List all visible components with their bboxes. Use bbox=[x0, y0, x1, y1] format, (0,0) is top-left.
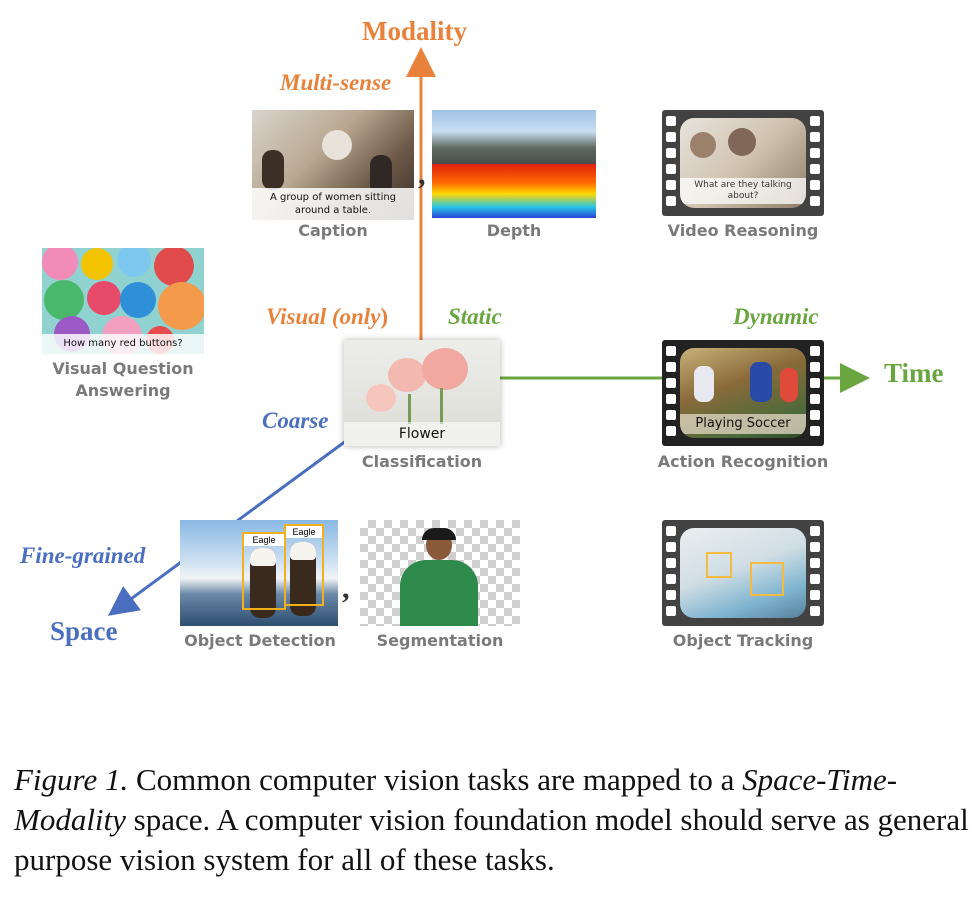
segmentation-thumbnail bbox=[360, 520, 520, 626]
detection-box-1-label: Eagle bbox=[244, 534, 284, 546]
tracking-box-1 bbox=[706, 552, 732, 578]
detection-box-1: Eagle bbox=[242, 532, 286, 610]
depth-thumbnail bbox=[432, 110, 596, 218]
object-tracking-task-label: Object Tracking bbox=[672, 631, 814, 650]
object-detection-thumbnail: Eagle Eagle bbox=[180, 520, 338, 626]
coarse-label: Coarse bbox=[262, 408, 329, 433]
figure-caption-label: Figure 1. bbox=[14, 762, 129, 797]
detection-box-2: Eagle bbox=[284, 524, 324, 606]
space-axis-title: Space bbox=[50, 616, 118, 646]
time-axis-title: Time bbox=[884, 358, 944, 388]
static-label: Static bbox=[448, 304, 502, 329]
video-reasoning-overlay: What are they talking about? bbox=[680, 178, 806, 204]
classification-thumbnail: Flower bbox=[344, 340, 500, 446]
figure-caption: Figure 1. Common computer vision tasks a… bbox=[14, 760, 969, 880]
action-recognition-thumbnail: Playing Soccer bbox=[662, 340, 824, 446]
dynamic-label: Dynamic bbox=[733, 304, 819, 329]
depth-task-label: Depth bbox=[486, 221, 542, 240]
figure-caption-text-a: Common computer vision tasks are mapped … bbox=[128, 762, 743, 797]
classification-overlay: Flower bbox=[344, 422, 500, 446]
figure-caption-italic: Space-Time-Modality bbox=[14, 762, 898, 837]
detection-box-2-label: Eagle bbox=[286, 526, 322, 538]
object-tracking-thumbnail bbox=[662, 520, 824, 626]
action-recognition-overlay: Playing Soccer bbox=[680, 414, 806, 434]
fine-grained-label: Fine-grained bbox=[20, 543, 146, 568]
video-reasoning-thumbnail: What are they talking about? bbox=[662, 110, 824, 216]
caption-overlay: A group of women sitting around a table. bbox=[252, 188, 414, 220]
detection-segmentation-comma: , bbox=[342, 572, 350, 605]
classification-task-label: Classification bbox=[361, 452, 483, 471]
vqa-thumbnail: How many red buttons? bbox=[42, 248, 204, 354]
multi-sense-label: Multi-sense bbox=[280, 70, 392, 95]
caption-task-label: Caption bbox=[298, 221, 368, 240]
action-recognition-task-label: Action Recognition bbox=[657, 452, 829, 471]
caption-thumbnail: A group of women sitting around a table. bbox=[252, 110, 414, 220]
video-reasoning-task-label: Video Reasoning bbox=[667, 221, 819, 240]
visual-only-label: Visual (only) bbox=[266, 304, 389, 329]
object-detection-task-label: Object Detection bbox=[184, 631, 336, 650]
vqa-overlay: How many red buttons? bbox=[42, 334, 204, 354]
segmentation-task-label: Segmentation bbox=[376, 631, 504, 650]
figure-caption-text-b: space. A computer vision foundation mode… bbox=[14, 802, 969, 877]
caption-depth-comma: , bbox=[418, 158, 426, 191]
tracking-box-2 bbox=[750, 562, 784, 596]
modality-axis-title: Modality bbox=[362, 16, 467, 46]
vqa-task-label: Visual Question Answering bbox=[52, 359, 194, 400]
